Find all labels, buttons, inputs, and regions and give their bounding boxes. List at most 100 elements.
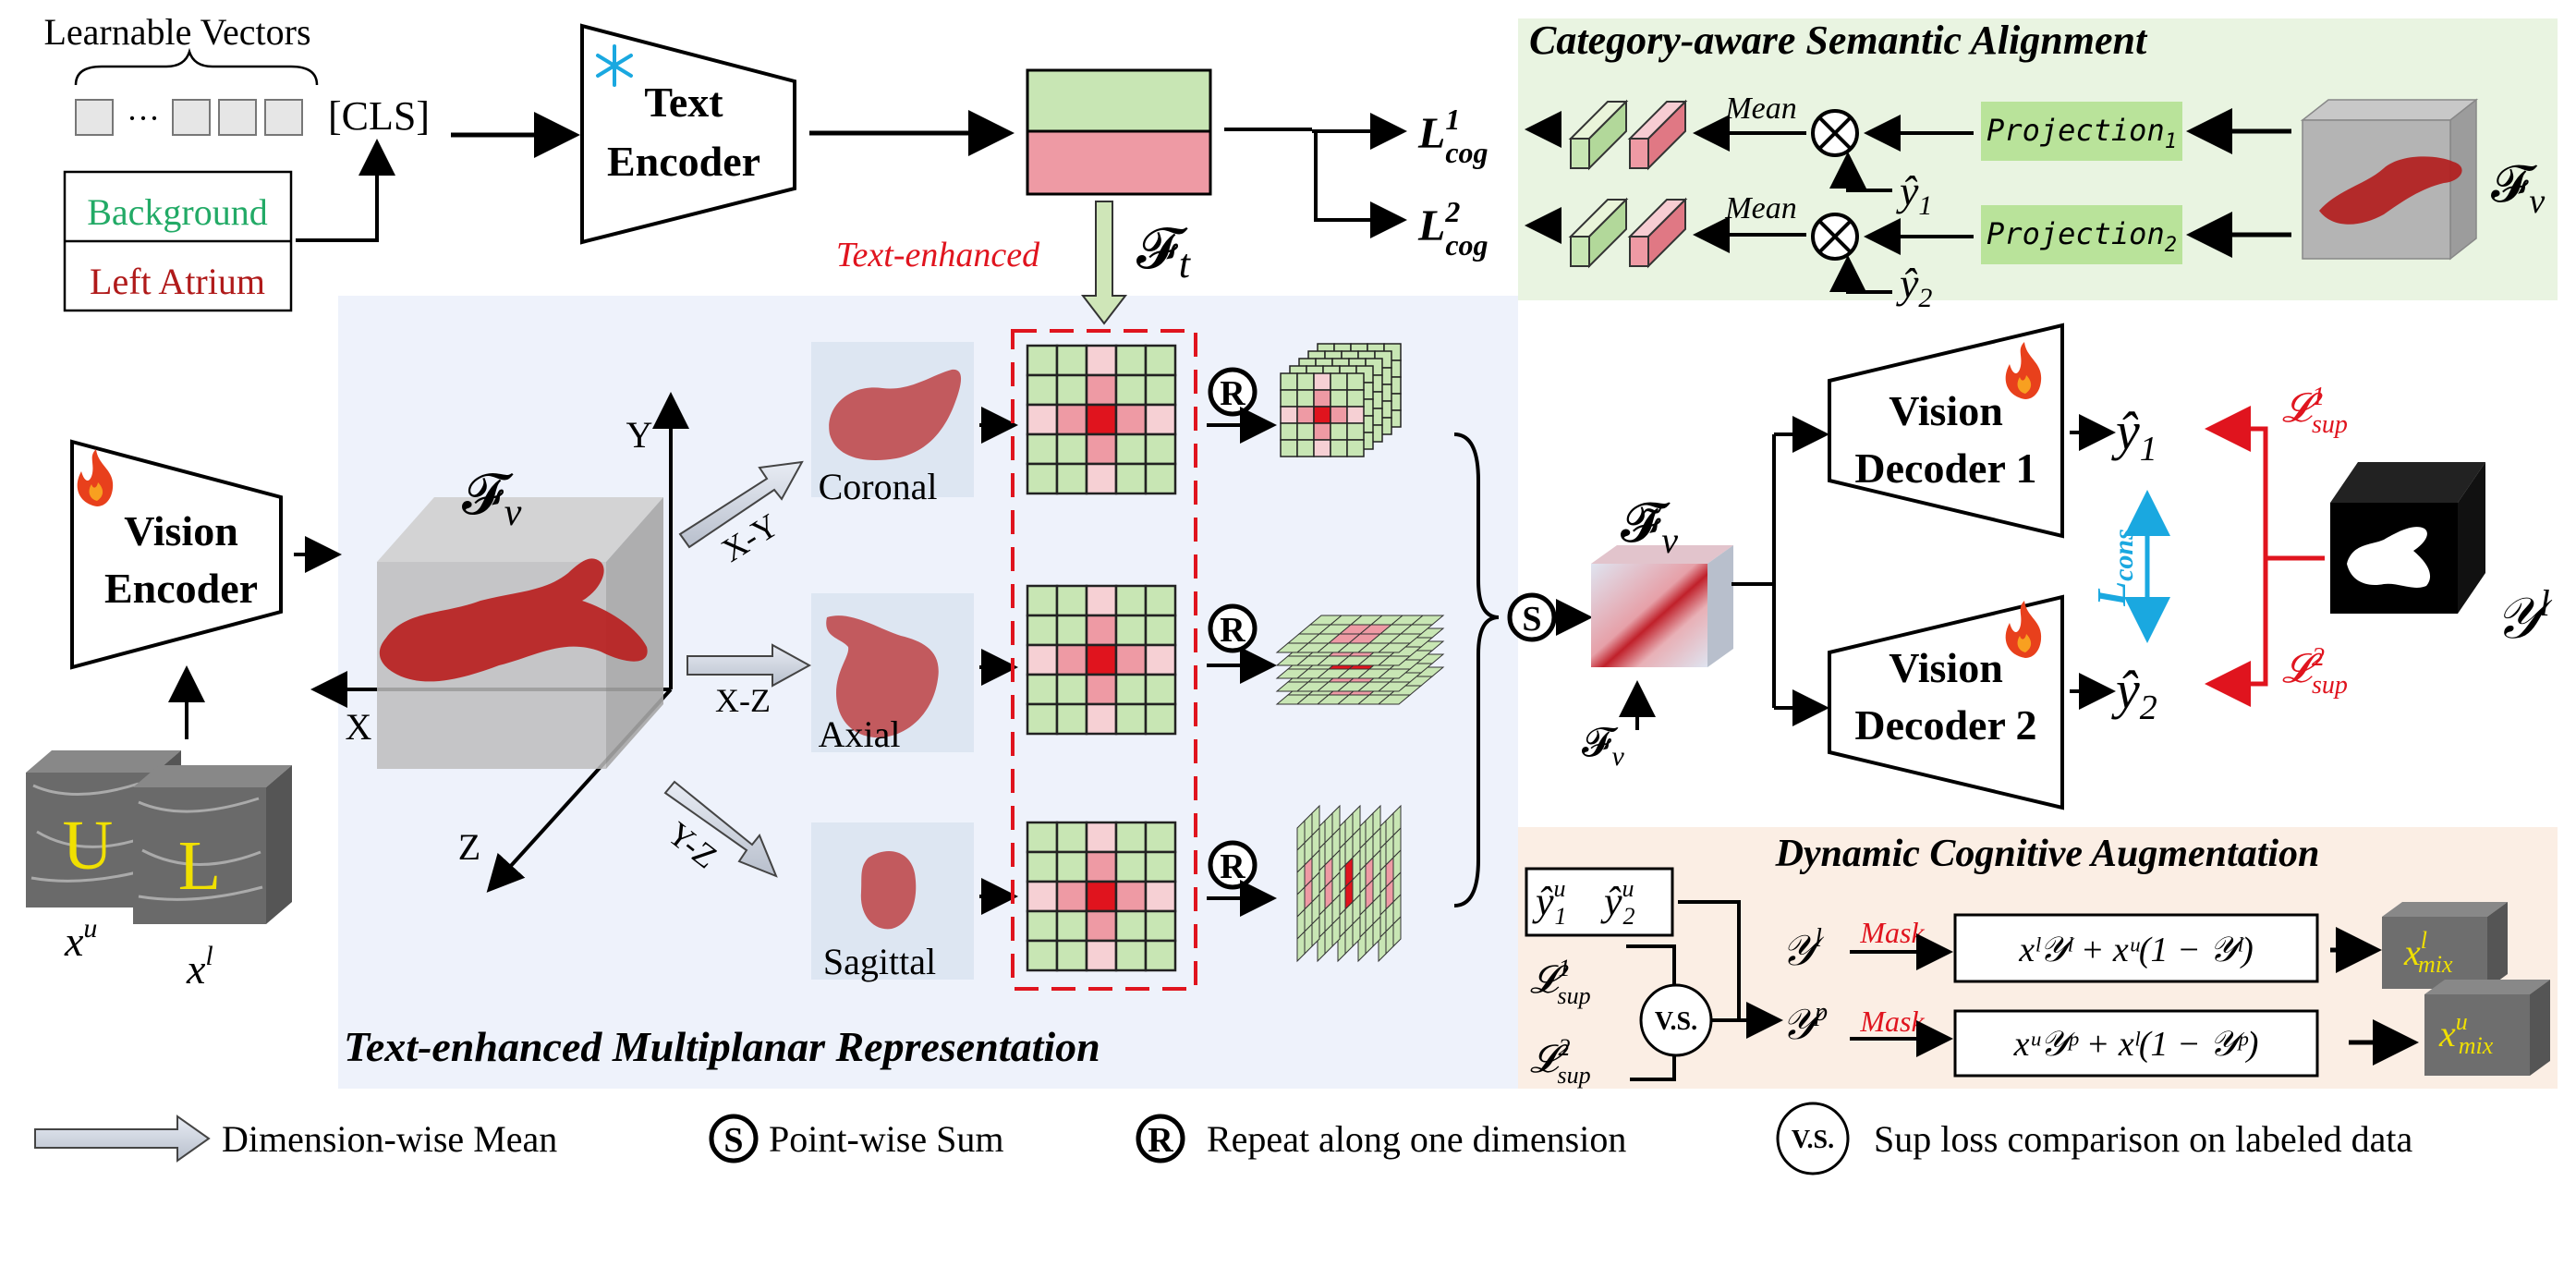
axis-y-label: Y: [626, 414, 653, 456]
grid-cell: [1085, 614, 1118, 647]
grid-cell: [1114, 462, 1148, 495]
stack-cell: [1377, 655, 1412, 666]
mix-formula-box-2: [1953, 1009, 2319, 1078]
coronal-grid: [1026, 344, 1177, 495]
grid-cell: [1026, 584, 1059, 617]
grid-cell: [1055, 432, 1088, 466]
stack-cell: [1296, 439, 1315, 457]
stack-cell: [1372, 915, 1381, 948]
stack-cell: [1377, 642, 1412, 653]
legend-sum-label: Point-wise Sum: [769, 1118, 1003, 1160]
svg-text:V.S.: V.S.: [1655, 1007, 1697, 1036]
text-encoder-label-2: Encoder: [607, 138, 760, 185]
grid-cell: [1055, 909, 1088, 943]
grid-cell: [1055, 462, 1088, 495]
input-u-letter: U: [63, 807, 114, 884]
token-dots: ···: [127, 100, 160, 137]
svg-text:R: R: [1220, 374, 1245, 413]
grid-cell: [1114, 821, 1148, 854]
svg-text:V.S.: V.S.: [1792, 1126, 1834, 1154]
unlabeled-preds-box: [1525, 867, 1674, 937]
mean-arrow-xy: [678, 460, 804, 549]
legend-repeat-label: Repeat along one dimension: [1207, 1118, 1626, 1160]
stack-cell: [1280, 422, 1298, 441]
grid-cell: [1114, 909, 1148, 943]
grid-cell: [1026, 344, 1059, 377]
vision-decoder-2: [1828, 594, 2064, 810]
label-cube: [2330, 462, 2485, 614]
grid-cell: [1144, 344, 1177, 377]
grid-cell: [1026, 403, 1059, 436]
mask-label-1: Mask: [1859, 916, 1925, 949]
vision-encoder-label-2: Encoder: [104, 565, 258, 612]
mask-label-2: Mask: [1859, 1005, 1925, 1038]
xz-label: X-Z: [715, 682, 771, 719]
grid-cell: [1114, 614, 1148, 647]
grid-cell: [1026, 821, 1059, 854]
input-l-letter: L: [178, 827, 221, 905]
grid-cell: [1114, 432, 1148, 466]
vision-encoder-label-1: Vision: [124, 507, 238, 554]
fv-cube-tmr: [377, 497, 663, 769]
grid-cell: [1026, 432, 1059, 466]
decoder-1-label-2: Decoder 1: [1854, 445, 2036, 492]
grid-cell: [1144, 403, 1177, 436]
grid-cell: [1144, 373, 1177, 407]
grid-cell: [1026, 462, 1059, 495]
grid-cell: [1144, 821, 1177, 854]
ft-down-arrow: [1080, 201, 1128, 325]
stack-cell: [1313, 389, 1331, 408]
caa-title: Category-aware Semantic Alignment: [1529, 18, 2148, 63]
grid-cell: [1114, 344, 1148, 377]
learnable-vector-tokens: [75, 99, 303, 136]
xl-label: xl: [186, 941, 213, 993]
grid-cell: [1055, 344, 1088, 377]
dca-title: Dynamic Cognitive Augmentation: [1775, 833, 2320, 875]
background-class: Background: [87, 191, 268, 233]
mean-arrow-yz: [663, 780, 778, 878]
stack-cell: [1346, 406, 1365, 424]
stack-cell: [1280, 389, 1298, 408]
grid-cell: [1055, 702, 1088, 736]
svg-text:S: S: [723, 1121, 743, 1160]
stack-cell: [1280, 406, 1298, 424]
grid-cell: [1114, 403, 1148, 436]
projection-2: [1981, 205, 2182, 264]
legend-vs-symbol: V.S.: [1776, 1102, 1850, 1175]
grid-cell: [1085, 432, 1118, 466]
grid-cell: [1055, 850, 1088, 883]
grid-cell: [1055, 880, 1088, 913]
grid-cell: [1085, 344, 1118, 377]
stack-cell: [1296, 406, 1315, 424]
grid-cell: [1144, 432, 1177, 466]
stack-cell: [1330, 422, 1348, 441]
grid-cell: [1114, 373, 1148, 407]
coronal-repeated-stack: [1280, 343, 1402, 457]
grid-cell: [1144, 702, 1177, 736]
grid-cell: [1026, 614, 1059, 647]
fused-fv-cube: [1591, 545, 1733, 667]
grid-cell: [1026, 373, 1059, 407]
y-hat-2-caa: ŷ2: [1896, 260, 1932, 313]
stack-cell: [1280, 439, 1298, 457]
grid-cell: [1085, 462, 1118, 495]
snowflake-icon: [596, 44, 633, 87]
grid-cell: [1055, 403, 1088, 436]
grid-cell: [1114, 702, 1148, 736]
grid-cell: [1026, 850, 1059, 883]
mean-label-2: Mean: [1724, 191, 1796, 225]
grid-cell: [1055, 584, 1088, 617]
decoder-1-label-1: Vision: [1889, 387, 2003, 434]
grid-cell: [1085, 850, 1118, 883]
grid-cell: [1085, 584, 1118, 617]
text-encoder-label-1: Text: [644, 79, 723, 126]
grid-cell: [1055, 821, 1088, 854]
cls-token: [CLS]: [328, 93, 430, 139]
grid-cell: [1085, 373, 1118, 407]
mix-formula-box-1: [1953, 913, 2319, 983]
grid-cell: [1144, 584, 1177, 617]
